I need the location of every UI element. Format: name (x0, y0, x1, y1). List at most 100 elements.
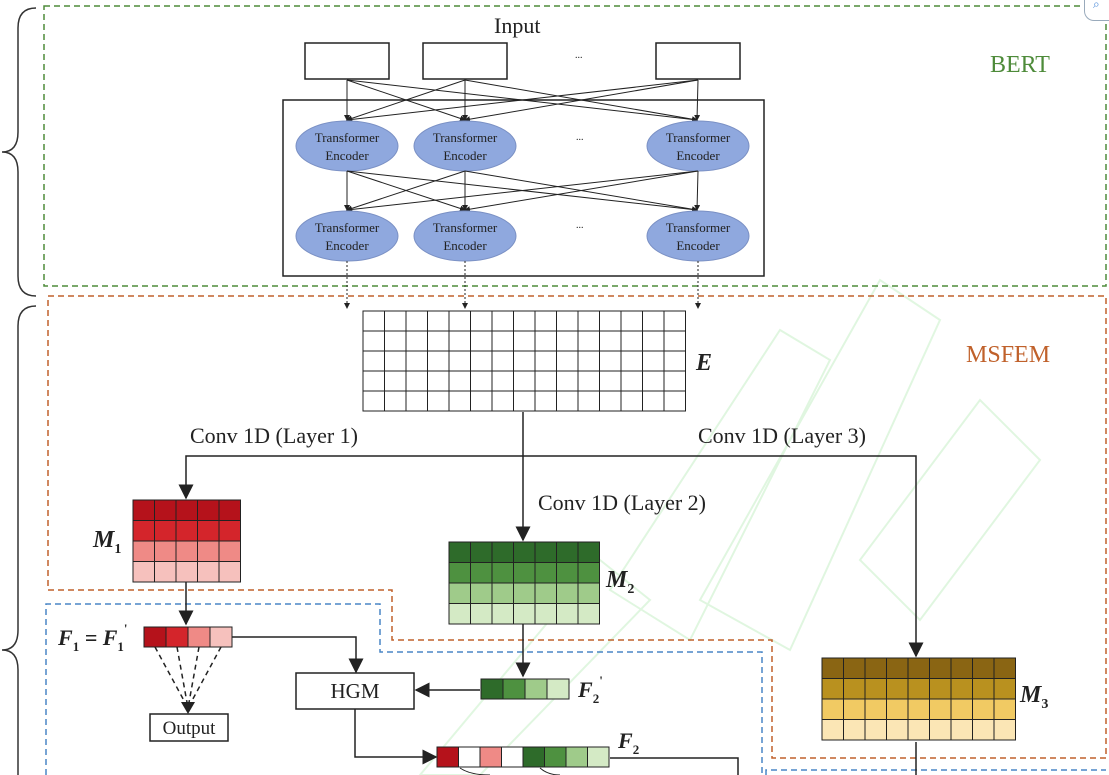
f2-prime-vector (480, 678, 570, 700)
matrix-cell (972, 657, 995, 679)
output-box (149, 713, 229, 742)
matrix-cell (950, 657, 973, 679)
matrix-cell (175, 540, 198, 562)
f2-continuation-line (610, 757, 739, 775)
copy-link-icon[interactable]: ⌕ (1084, 0, 1109, 21)
transformer-encoder: Transformer Encoder (295, 120, 399, 172)
transformer-encoder: Transformer Encoder (646, 210, 750, 262)
matrix-cell (405, 310, 428, 332)
matrix-cell (491, 390, 514, 412)
matrix-cell (534, 310, 557, 332)
matrix-cell (929, 657, 952, 679)
matrix-cell (556, 350, 579, 372)
matrix-cell (427, 350, 450, 372)
matrix-cell (448, 582, 471, 604)
f1-vector (143, 626, 233, 648)
matrix-cell (544, 746, 567, 768)
matrix-cell (513, 310, 536, 332)
hgm-label: HGM (330, 679, 379, 703)
matrix-cell (470, 310, 493, 332)
matrix-cell (929, 719, 952, 741)
matrix-cell (132, 499, 155, 521)
input-ellipsis: ... (575, 50, 583, 61)
matrix-cell (384, 350, 407, 372)
matrix-cell (642, 370, 665, 392)
matrix-cell (663, 370, 686, 392)
svg-text:Transformer: Transformer (666, 220, 731, 235)
f1-to-hgm-arrow (232, 636, 364, 674)
matrix-cell (362, 370, 385, 392)
matrix-cell (534, 350, 557, 372)
input-box-3 (655, 42, 741, 80)
m2-matrix (448, 541, 600, 625)
input-box-2 (422, 42, 508, 80)
matrix-cell (821, 657, 844, 679)
left-brace-bottom (1, 305, 37, 775)
matrix-cell (362, 310, 385, 332)
matrix-cell (821, 678, 844, 700)
svg-text:Encoder: Encoder (443, 148, 487, 163)
left-brace-top (1, 7, 37, 297)
matrix-cell (513, 603, 536, 625)
svg-text:Encoder: Encoder (676, 238, 720, 253)
matrix-cell (950, 719, 973, 741)
matrix-cell (972, 678, 995, 700)
matrix-cell (427, 390, 450, 412)
matrix-cell (534, 330, 557, 352)
matrix-cell (513, 541, 536, 563)
matrix-cell (663, 330, 686, 352)
matrix-cell (165, 626, 189, 648)
svg-text:Transformer: Transformer (315, 220, 380, 235)
matrix-cell (972, 719, 995, 741)
conv-layer2-label: Conv 1D (Layer 2) (538, 490, 706, 515)
transformer-encoder: Transformer Encoder (295, 210, 399, 262)
matrix-cell (886, 719, 909, 741)
f2-label: F2 (617, 728, 639, 757)
conv-layer1-label: Conv 1D (Layer 1) (190, 423, 358, 448)
matrix-cell (993, 698, 1016, 720)
matrix-cell (132, 520, 155, 542)
encoder-to-embedding-connections (344, 261, 701, 309)
embedding-label: E (695, 350, 712, 376)
bert-label: BERT (990, 52, 1050, 78)
matrix-cell (620, 390, 643, 412)
matrix-cell (436, 746, 459, 768)
matrix-cell (577, 370, 600, 392)
matrix-cell (886, 678, 909, 700)
matrix-cell (993, 678, 1016, 700)
matrix-cell (642, 330, 665, 352)
m3-label: M3 (1019, 682, 1048, 712)
encoder-ellipsis: ... (576, 220, 584, 231)
matrix-cell (502, 678, 526, 700)
matrix-cell (491, 582, 514, 604)
matrix-cell (907, 698, 930, 720)
matrix-cell (577, 562, 600, 584)
matrix-cell (197, 499, 220, 521)
hgm-to-f2-arrow (354, 709, 438, 765)
matrix-cell (663, 350, 686, 372)
matrix-cell (470, 350, 493, 372)
matrix-cell (448, 310, 471, 332)
matrix-cell (384, 370, 407, 392)
msfem-region (47, 295, 1107, 759)
matrix-cell (470, 603, 493, 625)
output-arrowhead (181, 702, 195, 714)
matrix-cell (470, 582, 493, 604)
conv-layer3-label: Conv 1D (Layer 3) (698, 423, 866, 448)
f2-prime-label: F2' (577, 673, 603, 706)
matrix-cell (384, 330, 407, 352)
matrix-cell (491, 603, 514, 625)
matrix-cell (448, 330, 471, 352)
matrix-cell (907, 678, 930, 700)
matrix-cell (599, 370, 622, 392)
matrix-cell (534, 541, 557, 563)
matrix-cell (577, 582, 600, 604)
matrix-cell (556, 390, 579, 412)
matrix-cell (599, 330, 622, 352)
matrix-cell (218, 561, 241, 583)
matrix-cell (384, 310, 407, 332)
matrix-cell (864, 698, 887, 720)
input-box-1 (304, 42, 390, 80)
m1-matrix (132, 499, 241, 583)
matrix-cell (534, 390, 557, 412)
